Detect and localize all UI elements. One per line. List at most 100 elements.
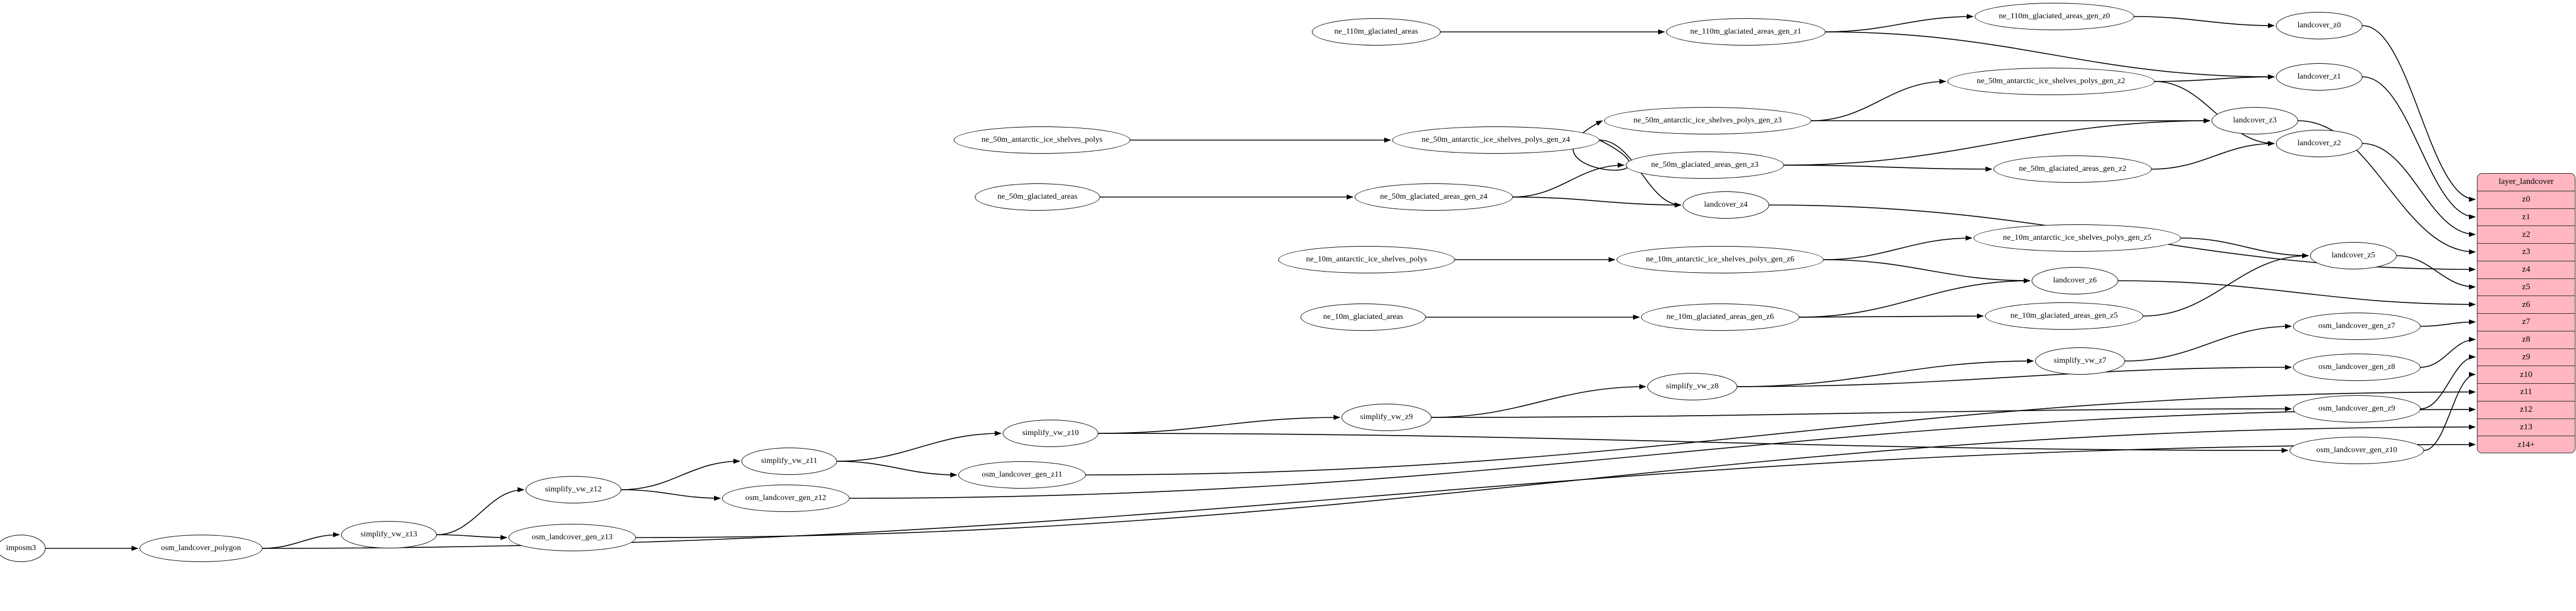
node-label: osm_landcover_gen_z10	[2316, 446, 2398, 454]
record-header: layer_landcover	[2477, 174, 2575, 191]
edge-ne_50m_antarctic_ice_shelves_polys_gen_z2-to-landcover_z2	[2154, 81, 2275, 146]
record-row-z10[interactable]: z10	[2477, 366, 2575, 384]
node-label: ne_50m_glaciated_areas_gen_z2	[2019, 165, 2127, 173]
node-ne_50m_glaciated_areas_gen_z4[interactable]: ne_50m_glaciated_areas_gen_z4	[1355, 183, 1513, 211]
node-label: osm_landcover_polygon	[161, 544, 241, 552]
node-label: simplify_vw_z12	[545, 485, 602, 494]
record-row-z2[interactable]: z2	[2477, 226, 2575, 244]
node-label: landcover_z1	[2297, 72, 2341, 81]
node-label: landcover_z5	[2331, 251, 2376, 260]
node-osm_landcover_gen_z8[interactable]: osm_landcover_gen_z8	[2293, 354, 2421, 381]
edge-osm_landcover_polygon-to-layer_landcover_z14_	[262, 442, 2476, 549]
node-osm_landcover_gen_z10[interactable]: osm_landcover_gen_z10	[2290, 437, 2424, 464]
node-label: ne_50m_antarctic_ice_shelves_polys	[981, 136, 1103, 144]
node-label: ne_50m_antarctic_ice_shelves_polys_gen_z…	[1633, 116, 1782, 125]
edge-ne_110m_glaciated_areas_gen_z0-to-landcover_z0	[2134, 16, 2275, 28]
edge-ne_50m_glaciated_areas_gen_z4-to-ne_50m_glaciated_areas_gen_z3	[1512, 162, 1625, 198]
node-simplify_vw_z13[interactable]: simplify_vw_z13	[341, 521, 437, 548]
record-row-z6[interactable]: z6	[2477, 296, 2575, 314]
edge-simplify_vw_z11-to-osm_landcover_gen_z11	[836, 461, 957, 478]
node-landcover_z6[interactable]: landcover_z6	[2032, 267, 2118, 294]
node-ne_50m_glaciated_areas_gen_z3[interactable]: ne_50m_glaciated_areas_gen_z3	[1626, 151, 1784, 179]
node-label: ne_50m_glaciated_areas	[997, 192, 1078, 201]
node-ne_10m_antarctic_ice_shelves_polys_gen_z6[interactable]: ne_10m_antarctic_ice_shelves_polys_gen_z…	[1617, 246, 1824, 273]
node-osm_landcover_gen_z12[interactable]: osm_landcover_gen_z12	[722, 485, 850, 512]
node-label: landcover_z4	[1704, 200, 1748, 209]
node-landcover_z5[interactable]: landcover_z5	[2310, 242, 2397, 269]
node-landcover_z2[interactable]: landcover_z2	[2276, 130, 2362, 157]
record-row-z7[interactable]: z7	[2477, 314, 2575, 331]
node-osm_landcover_gen_z9[interactable]: osm_landcover_gen_z9	[2293, 395, 2421, 423]
edge-simplify_vw_z12-to-simplify_vw_z11	[621, 458, 740, 490]
node-simplify_vw_z8[interactable]: simplify_vw_z8	[1647, 373, 1737, 400]
edge-osm_landcover_gen_z11-to-layer_landcover_z11	[1085, 389, 2476, 475]
edge-simplify_vw_z10-to-osm_landcover_gen_z10	[1098, 433, 2288, 453]
node-label: osm_landcover_gen_z12	[745, 494, 827, 502]
node-ne_50m_antarctic_ice_shelves_polys_gen_z3[interactable]: ne_50m_antarctic_ice_shelves_polys_gen_z…	[1604, 107, 1811, 134]
edge-simplify_vw_z12-to-osm_landcover_gen_z12	[621, 489, 721, 501]
edge-landcover_z1-to-layer_landcover_z1	[2362, 76, 2476, 220]
node-ne_10m_glaciated_areas_gen_z5[interactable]: ne_10m_glaciated_areas_gen_z5	[1985, 302, 2143, 330]
record-row-z1[interactable]: z1	[2477, 208, 2575, 227]
edge-ne_50m_glaciated_areas_gen_z4-to-landcover_z4	[1512, 196, 1681, 208]
node-ne_10m_glaciated_areas[interactable]: ne_10m_glaciated_areas	[1301, 304, 1426, 331]
record-row-z3[interactable]: z3	[2477, 244, 2575, 261]
edge-ne_50m_glaciated_areas_gen_z2-to-landcover_z2	[2151, 141, 2275, 170]
record-row-z12[interactable]: z12	[2477, 401, 2575, 419]
node-label: ne_10m_glaciated_areas_gen_z5	[2010, 311, 2118, 320]
node-label: ne_50m_antarctic_ice_shelves_polys_gen_z…	[1976, 77, 2126, 85]
node-ne_50m_antarctic_ice_shelves_polys[interactable]: ne_50m_antarctic_ice_shelves_polys	[954, 126, 1130, 154]
edge-osm_landcover_gen_z7-to-layer_landcover_z7	[2420, 319, 2476, 327]
node-simplify_vw_z10[interactable]: simplify_vw_z10	[1003, 420, 1098, 447]
edge-ne_10m_antarctic_ice_shelves_polys_gen_z6-to-landcover_z6	[1823, 259, 2031, 284]
node-osm_landcover_polygon[interactable]: osm_landcover_polygon	[140, 535, 262, 562]
node-ne_50m_glaciated_areas_gen_z2[interactable]: ne_50m_glaciated_areas_gen_z2	[1993, 155, 2152, 183]
edge-landcover_z3-to-layer_landcover_z3	[2298, 120, 2476, 255]
node-ne_10m_glaciated_areas_gen_z6[interactable]: ne_10m_glaciated_areas_gen_z6	[1641, 304, 1799, 331]
edge-landcover_z6-to-layer_landcover_z6	[2118, 280, 2476, 307]
node-label: ne_10m_glaciated_areas_gen_z6	[1666, 313, 1774, 321]
node-simplify_vw_z12[interactable]: simplify_vw_z12	[526, 476, 621, 503]
node-imposm3[interactable]: imposm3	[0, 535, 46, 562]
node-label: osm_landcover_gen_z8	[2318, 363, 2395, 371]
node-ne_110m_glaciated_areas[interactable]: ne_110m_glaciated_areas	[1312, 18, 1441, 46]
edge-landcover_z0-to-layer_landcover_z0	[2362, 25, 2476, 202]
node-simplify_vw_z7[interactable]: simplify_vw_z7	[2035, 347, 2125, 375]
node-osm_landcover_gen_z7[interactable]: osm_landcover_gen_z7	[2293, 313, 2421, 340]
node-landcover_z3[interactable]: landcover_z3	[2212, 107, 2298, 134]
record-row-z11[interactable]: z11	[2477, 384, 2575, 401]
record-row-z8[interactable]: z8	[2477, 331, 2575, 349]
node-simplify_vw_z11[interactable]: simplify_vw_z11	[741, 448, 837, 475]
edge-simplify_vw_z8-to-simplify_vw_z7	[1737, 358, 2034, 387]
node-ne_10m_antarctic_ice_shelves_polys[interactable]: ne_10m_antarctic_ice_shelves_polys	[1278, 246, 1455, 273]
node-simplify_vw_z9[interactable]: simplify_vw_z9	[1342, 404, 1431, 431]
node-label: simplify_vw_z13	[360, 530, 417, 539]
node-ne_50m_antarctic_ice_shelves_polys_gen_z4[interactable]: ne_50m_antarctic_ice_shelves_polys_gen_z…	[1392, 126, 1599, 154]
node-label: osm_landcover_gen_z13	[531, 533, 613, 542]
node-ne_50m_glaciated_areas[interactable]: ne_50m_glaciated_areas	[975, 183, 1100, 211]
node-landcover_z0[interactable]: landcover_z0	[2276, 12, 2362, 39]
node-ne_110m_glaciated_areas_gen_z1[interactable]: ne_110m_glaciated_areas_gen_z1	[1666, 18, 1826, 46]
node-ne_50m_antarctic_ice_shelves_polys_gen_z2[interactable]: ne_50m_antarctic_ice_shelves_polys_gen_z…	[1947, 68, 2155, 95]
edge-ne_10m_glaciated_areas_gen_z5-to-landcover_z5	[2143, 253, 2309, 317]
edge-ne_50m_antarctic_ice_shelves_polys_gen_z2-to-landcover_z1	[2154, 74, 2275, 82]
record-row-z13[interactable]: z13	[2477, 419, 2575, 437]
record-row-z0[interactable]: z0	[2477, 191, 2575, 209]
node-ne_10m_antarctic_ice_shelves_polys_gen_z5[interactable]: ne_10m_antarctic_ice_shelves_polys_gen_z…	[1974, 224, 2181, 252]
node-landcover_z4[interactable]: landcover_z4	[1683, 191, 1769, 219]
edge-landcover_z5-to-layer_landcover_z5	[2396, 255, 2476, 290]
record-row-z14plus[interactable]: z14+	[2477, 436, 2575, 453]
node-label: ne_50m_antarctic_ice_shelves_polys_gen_z…	[1421, 136, 1570, 144]
record-row-z9[interactable]: z9	[2477, 348, 2575, 367]
edge-osm_landcover_polygon-to-simplify_vw_z13	[262, 532, 340, 549]
node-landcover_z1[interactable]: landcover_z1	[2276, 63, 2362, 91]
node-osm_landcover_gen_z11[interactable]: osm_landcover_gen_z11	[958, 461, 1086, 489]
record-row-z5[interactable]: z5	[2477, 278, 2575, 297]
node-label: ne_50m_glaciated_areas_gen_z3	[1651, 161, 1759, 169]
node-ne_110m_glaciated_areas_gen_z0[interactable]: ne_110m_glaciated_areas_gen_z0	[1975, 3, 2134, 30]
node-osm_landcover_gen_z13[interactable]: osm_landcover_gen_z13	[508, 524, 636, 551]
edge-simplify_vw_z9-to-simplify_vw_z8	[1431, 384, 1646, 418]
record-row-z4[interactable]: z4	[2477, 261, 2575, 279]
